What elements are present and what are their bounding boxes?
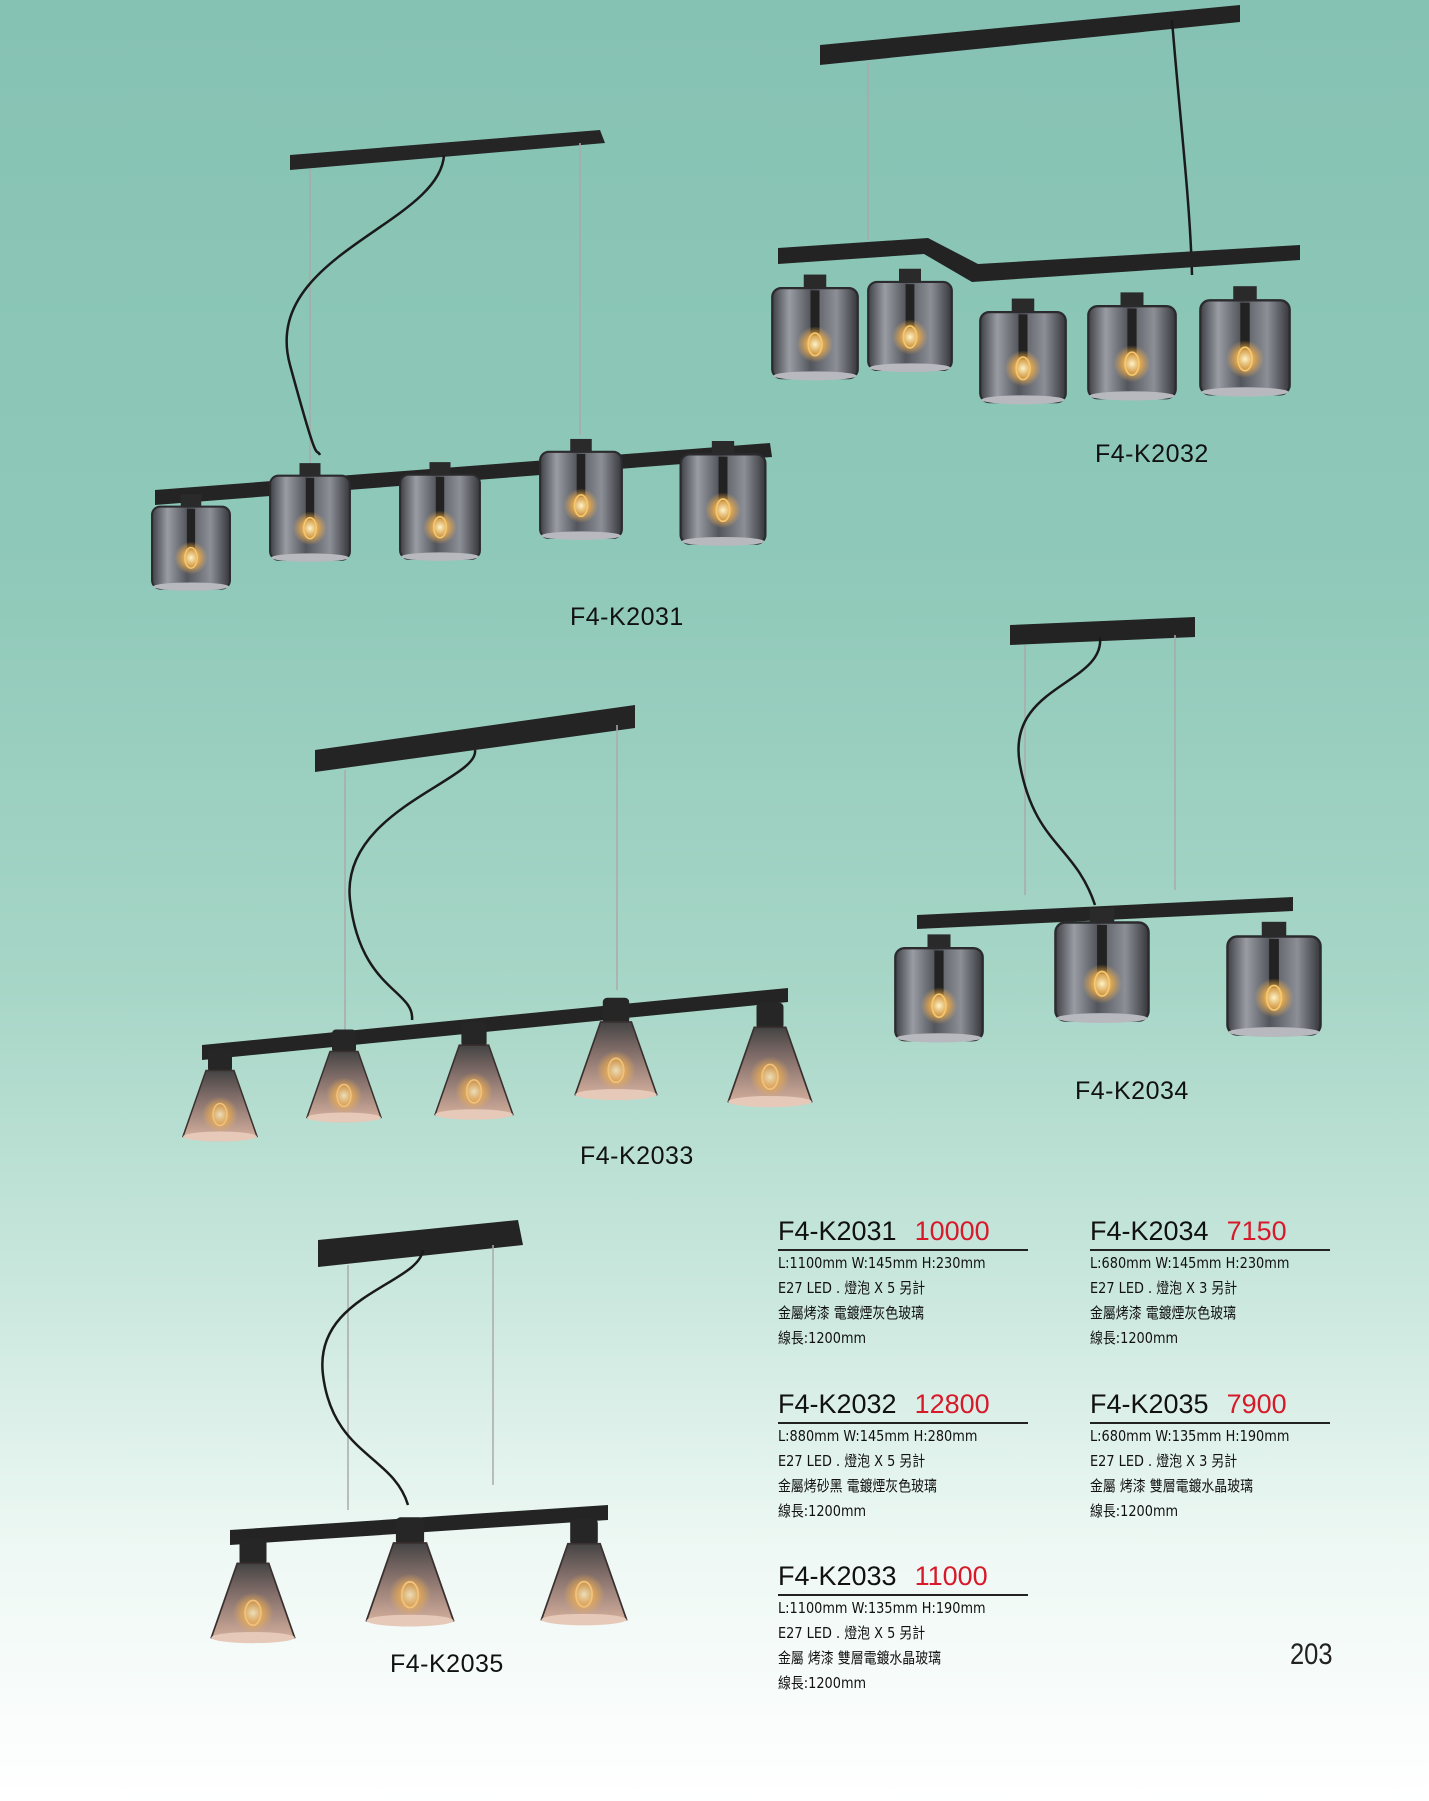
dimensions: L:680mm W:145mm H:230mm [1090,1254,1290,1272]
caption-k2035: F4-K2035 [390,1650,504,1678]
material: 金屬烤砂黑 電鍍煙灰色玻璃 [778,1477,937,1495]
bulb-info: E27 LED . 燈泡 X 5 另計 [778,1624,926,1642]
dimensions: L:1100mm W:135mm H:190mm [778,1599,986,1617]
page-number: 203 [1290,1638,1333,1671]
caption-k2032: F4-K2032 [1095,440,1209,468]
model-number: F4-K2032 [778,1389,897,1419]
price: 11000 [914,1561,988,1591]
caption-k2034: F4-K2034 [1075,1077,1189,1105]
caption-k2033: F4-K2033 [580,1142,694,1170]
pendant-lamp-cone-3-icon [210,1220,628,1645]
pendant-lamp-cylinder-3-icon [894,617,1322,1044]
bulb-info: E27 LED . 燈泡 X 5 另計 [778,1452,926,1470]
material: 金屬 烤漆 雙層電鍍水晶玻璃 [1090,1477,1254,1495]
spec-block-k2034: F4-K2034 7150 L:680mm W:145mm H:230mm E27… [1090,1215,1330,1351]
spec-block-k2033: F4-K2033 11000 L:1100mm W:135mm H:190mm E… [778,1560,1028,1696]
bulb-info: E27 LED . 燈泡 X 3 另計 [1090,1452,1238,1470]
spec-header: F4-K2033 11000 [778,1560,1028,1596]
price: 7900 [1226,1389,1287,1419]
spec-block-k2035: F4-K2035 7900 L:680mm W:135mm H:190mm E27… [1090,1388,1330,1524]
cord-length: 線長:1200mm [778,1674,867,1692]
caption-k2031: F4-K2031 [570,603,684,631]
material: 金屬烤漆 電鍍煙灰色玻璃 [1090,1304,1237,1322]
lamp-image-k2034 [885,615,1325,1045]
dimensions: L:880mm W:145mm H:280mm [778,1427,978,1445]
model-number: F4-K2031 [778,1216,897,1246]
cord-length: 線長:1200mm [778,1502,867,1520]
bulb-info: E27 LED . 燈泡 X 3 另計 [1090,1279,1238,1297]
pendant-lamp-cylinder-5-icon [150,130,772,592]
cord-length: 線長:1200mm [1090,1329,1179,1347]
pendant-lamp-cone-5-icon [182,705,813,1143]
lamp-image-k2035 [208,1215,628,1655]
price: 7150 [1226,1216,1287,1246]
price: 10000 [914,1216,990,1246]
spec-block-k2032: F4-K2032 12800 L:880mm W:145mm H:280mm E2… [778,1388,1028,1524]
spec-header: F4-K2032 12800 [778,1388,1028,1424]
pendant-lamp-cylinder-5-stepped-icon [770,5,1300,406]
material: 金屬烤漆 電鍍煙灰色玻璃 [778,1304,925,1322]
spec-header: F4-K2034 7150 [1090,1215,1330,1251]
spec-header: F4-K2031 10000 [778,1215,1028,1251]
model-number: F4-K2035 [1090,1389,1209,1419]
cord-length: 線長:1200mm [778,1329,867,1347]
cord-length: 線長:1200mm [1090,1502,1179,1520]
lamp-image-k2031 [140,125,790,605]
dimensions: L:1100mm W:145mm H:230mm [778,1254,986,1272]
spec-header: F4-K2035 7900 [1090,1388,1330,1424]
model-number: F4-K2033 [778,1561,897,1591]
model-number: F4-K2034 [1090,1216,1209,1246]
price: 12800 [914,1389,990,1419]
lamp-image-k2033 [180,700,813,1150]
spec-block-k2031: F4-K2031 10000 L:1100mm W:145mm H:230mm E… [778,1215,1028,1351]
bulb-info: E27 LED . 燈泡 X 5 另計 [778,1279,926,1297]
material: 金屬 烤漆 雙層電鍍水晶玻璃 [778,1649,942,1667]
lamp-image-k2032 [760,0,1300,430]
dimensions: L:680mm W:135mm H:190mm [1090,1427,1290,1445]
